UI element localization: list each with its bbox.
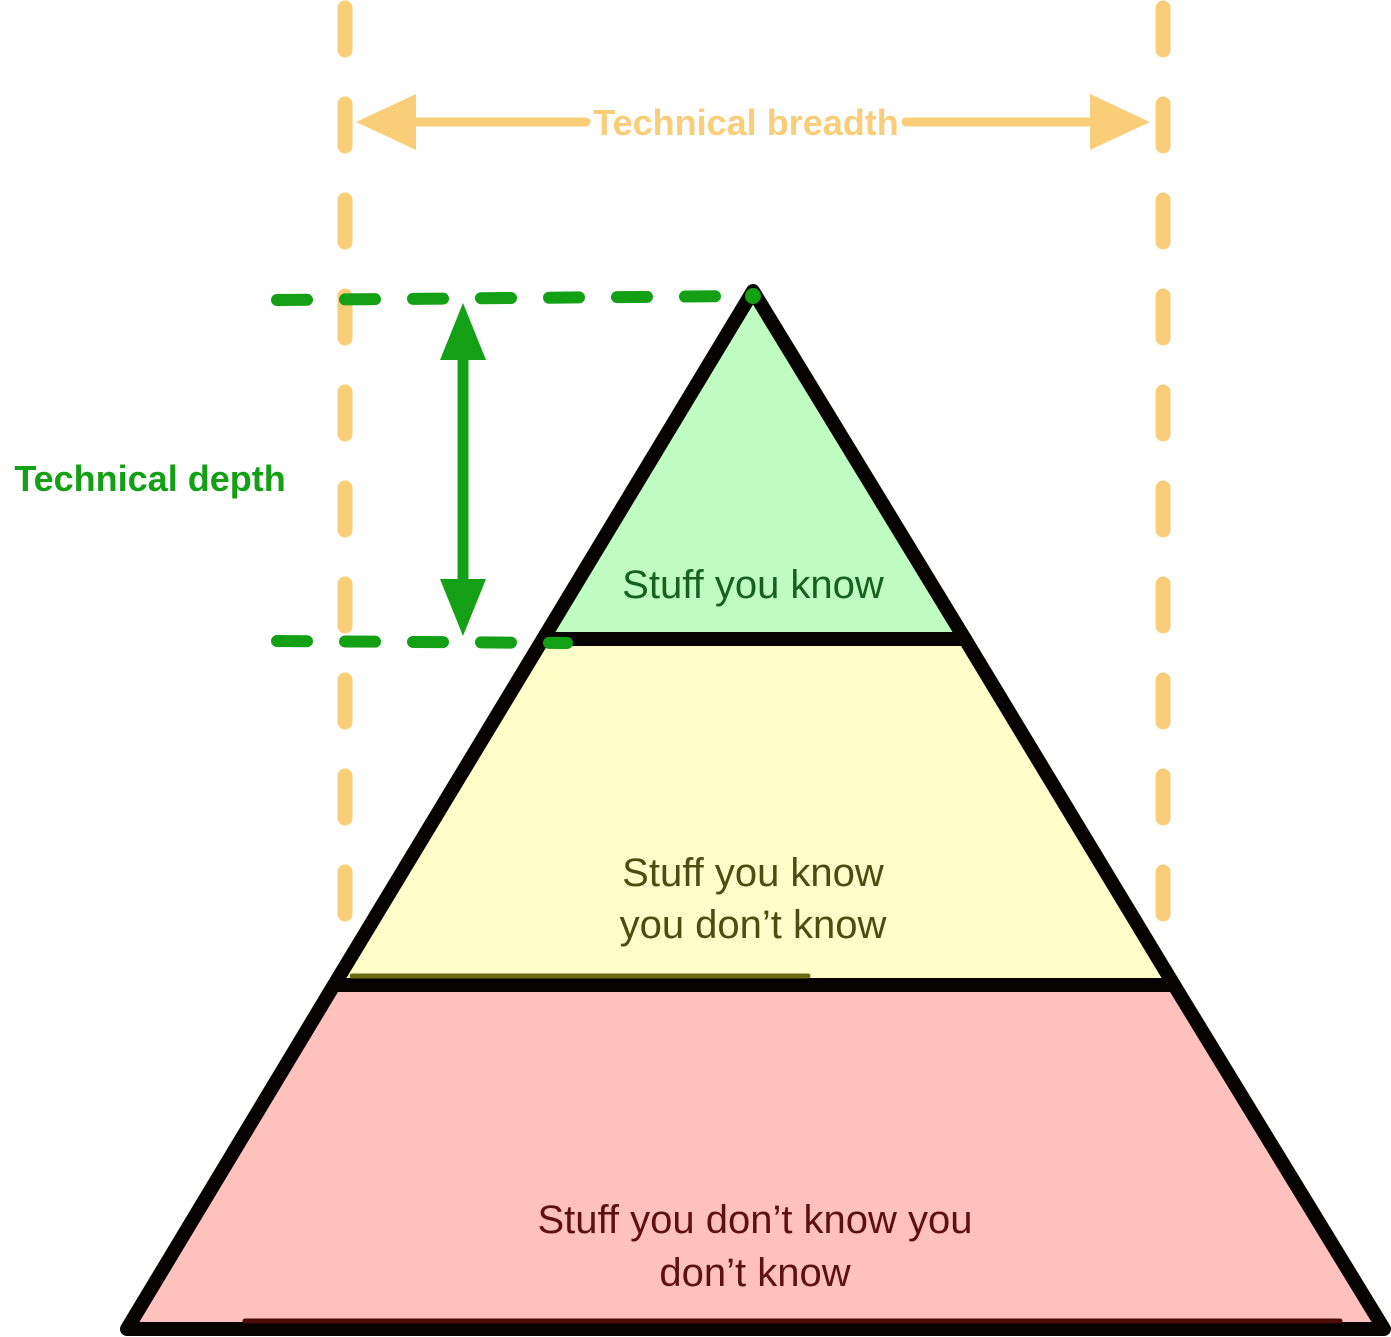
technical-depth-arrow: [440, 303, 486, 636]
depth-guide-top-line: [271, 290, 754, 306]
depth-arrowhead-up-icon: [440, 303, 486, 360]
pyramid-level-stuff-you-know: [536, 284, 972, 646]
depth-guide-bottom-line: [271, 635, 573, 649]
technical-breadth-label: Technical breadth: [593, 102, 898, 143]
stuff-you-dont-know-you-dont-know-label-line2: don’t know: [659, 1251, 850, 1295]
breadth-arrowhead-left-icon: [356, 94, 416, 150]
stuff-you-know-you-dont-know-label-line1: Stuff you know: [622, 851, 884, 895]
stuff-you-know-label: Stuff you know: [622, 563, 884, 607]
breadth-arrowhead-right-icon: [1090, 94, 1150, 150]
depth-arrowhead-down-icon: [440, 579, 486, 636]
technical-breadth-arrow: Technical breadth: [356, 94, 1150, 150]
stuff-you-dont-know-you-dont-know-label-line1: Stuff you don’t know you: [537, 1198, 972, 1242]
depth-guide-apex-dot: [745, 288, 761, 304]
stuff-you-know-you-dont-know-label-line2: you don’t know: [620, 903, 887, 947]
technical-depth-label: Technical depth: [14, 458, 285, 499]
